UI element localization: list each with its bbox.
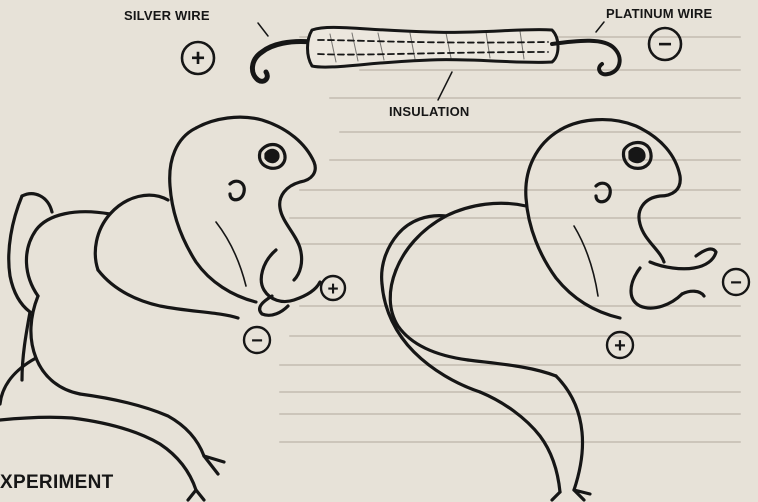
bleed-through-text [280,37,740,442]
minus-circle-icon: − [723,269,749,295]
silver-wire-pointer [258,23,268,36]
plus-circle-icon: + [182,42,214,74]
minus-sign-right-frog: − [730,272,742,294]
minus-circle-icon: − [244,327,270,353]
plus-circle-icon: + [321,276,345,300]
plus-circle-icon: + [607,332,633,358]
minus-sign-top-right: − [658,31,672,58]
platinum-wire-label: PLATINUM WIRE [606,6,712,21]
minus-sign-left-frog: − [251,330,263,352]
insulation-label: INSULATION [389,104,469,119]
plus-sign-top-left: + [191,45,205,72]
bimetal-electrode [252,22,619,100]
plus-sign-right-frog: + [614,335,626,357]
plus-sign-left-frog: + [327,279,338,300]
silver-wire-label: SILVER WIRE [124,8,210,23]
left-frog [0,117,320,500]
caption-text: XPERIMENT [0,472,114,494]
platinum-wire-pointer [596,22,604,32]
minus-circle-icon: − [649,28,681,60]
silver-wire [252,41,312,81]
insulation-pointer [438,72,452,100]
